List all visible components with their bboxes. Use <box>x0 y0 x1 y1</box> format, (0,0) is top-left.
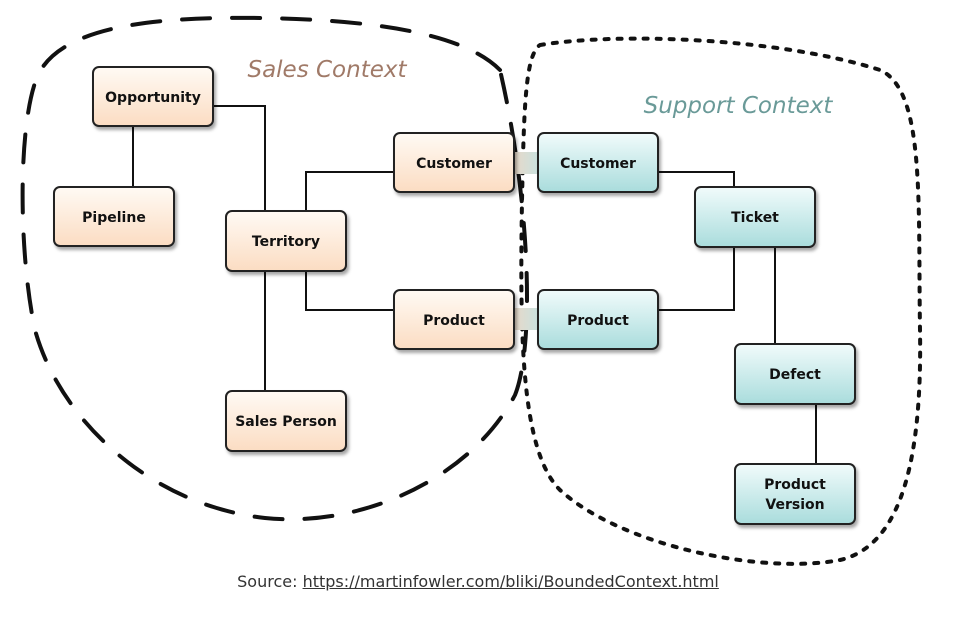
product-bridge <box>513 308 540 330</box>
entity-sales-product: Product <box>393 289 515 350</box>
sales-context-title: Sales Context <box>247 57 407 83</box>
support-context-title: Support Context <box>644 93 834 119</box>
support-context-boundary <box>519 36 923 566</box>
svg-text:Pipeline: Pipeline <box>82 210 146 226</box>
svg-text:Version: Version <box>765 497 824 513</box>
entity-sales-customer: Customer <box>393 132 515 193</box>
entity-defect: Defect <box>734 343 856 405</box>
connector-product-ticket <box>658 247 735 311</box>
svg-text:Customer: Customer <box>560 156 636 172</box>
entity-opportunity: Opportunity <box>92 66 214 127</box>
svg-text:Product: Product <box>764 477 826 493</box>
svg-text:Product: Product <box>567 313 629 329</box>
entity-sales-person: Sales Person <box>225 390 347 452</box>
source-link[interactable]: https://martinfowler.com/bliki/BoundedCo… <box>302 572 719 591</box>
source-prefix: Source: <box>237 572 298 591</box>
svg-text:Opportunity: Opportunity <box>105 90 201 106</box>
entity-pipeline: Pipeline <box>53 186 175 247</box>
entity-product-version: Product Version <box>734 463 856 525</box>
entity-support-product: Product <box>537 289 659 350</box>
connector-territory-customer <box>305 171 394 211</box>
svg-text:Territory: Territory <box>252 234 320 250</box>
connector-customer-ticket <box>658 171 735 187</box>
source-caption: Source: https://martinfowler.com/bliki/B… <box>0 572 956 591</box>
svg-text:Customer: Customer <box>416 156 492 172</box>
entity-territory: Territory <box>225 210 347 272</box>
svg-text:Ticket: Ticket <box>731 210 779 226</box>
connector-territory-product <box>305 271 394 311</box>
svg-text:Defect: Defect <box>769 367 821 383</box>
customer-bridge <box>513 152 540 174</box>
sales-context-boundary <box>20 15 529 522</box>
entity-ticket: Ticket <box>694 186 816 248</box>
svg-text:Sales Person: Sales Person <box>235 414 337 430</box>
svg-text:Product: Product <box>423 313 485 329</box>
entity-support-customer: Customer <box>537 132 659 193</box>
connector-opportunity-territory <box>213 105 266 211</box>
